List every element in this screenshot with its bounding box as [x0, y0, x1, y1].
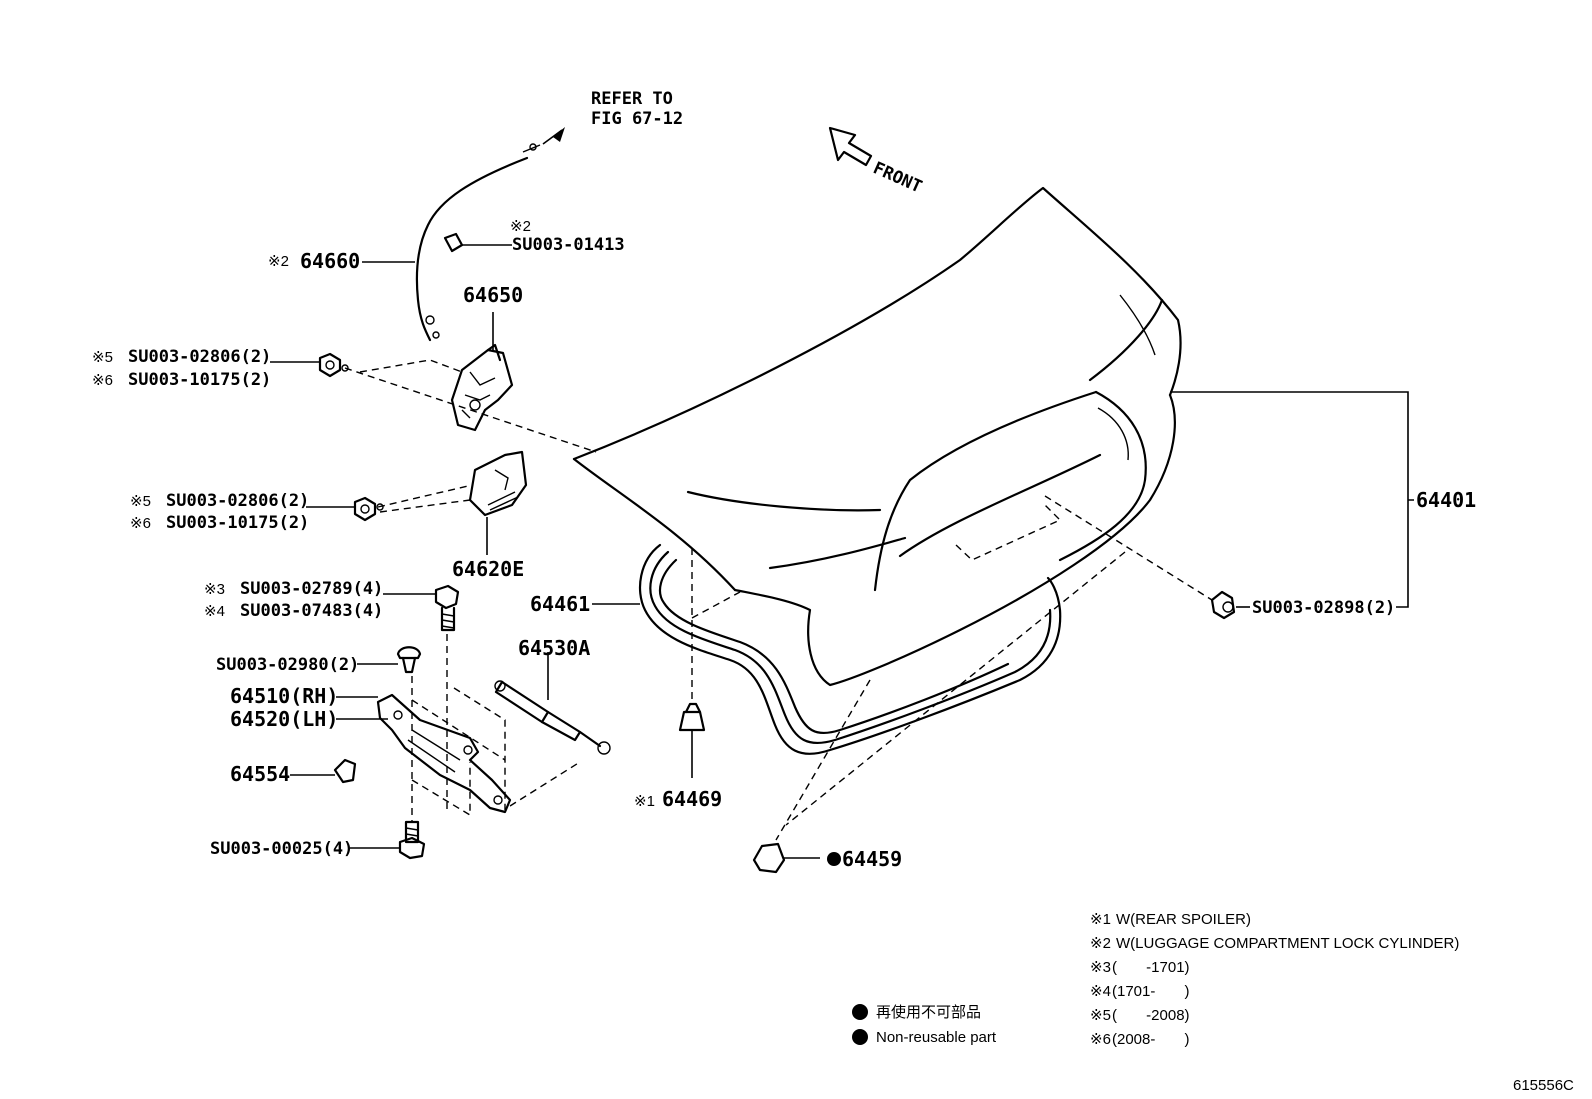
footnotes: ※1 W(REAR SPOILER) ※2 W(LUGGAGE COMPARTM…	[1090, 911, 1459, 1048]
footnote-text: W(REAR SPOILER)	[1116, 911, 1251, 928]
callout-su003-02789: SU003-02789(4)	[240, 579, 383, 599]
legend-bullet-en	[852, 1029, 868, 1045]
callout-64650: 64650	[463, 283, 523, 307]
callout-su003-02898: SU003-02898(2)	[1252, 598, 1395, 618]
callout-su003-07483-mark: ※4	[204, 603, 225, 620]
callout-su003-07483: SU003-07483(4)	[240, 601, 383, 621]
footnote-mark: ※5	[1090, 1007, 1111, 1024]
callout-su003-10175-a-mark: ※6	[92, 372, 113, 389]
hinge-bolt-bottom	[350, 820, 426, 860]
callout-su003-02980: SU003-02980(2)	[216, 655, 359, 675]
callout-64530a: 64530A	[518, 636, 590, 660]
footnote-text: (1701- )	[1112, 983, 1190, 1000]
callout-64469: 64469	[662, 787, 722, 811]
callout-64520-lh: 64520(LH)	[230, 707, 338, 731]
footnote-mark: ※3	[1090, 959, 1111, 976]
lid-bolt	[1210, 590, 1250, 620]
footnote-text: ( -2008)	[1112, 1007, 1190, 1024]
lid-bracket-leader	[1170, 391, 1414, 608]
callout-su003-10175-b: SU003-10175(2)	[166, 513, 309, 533]
weatherstrip	[638, 543, 1062, 755]
footnote-text: W(LUGGAGE COMPARTMENT LOCK CYLINDER)	[1116, 935, 1459, 952]
callout-64510-rh: 64510(RH)	[230, 684, 338, 708]
cable-clip	[443, 232, 512, 253]
refer-to-line1: REFER TO	[591, 89, 673, 109]
release-cable	[415, 127, 565, 342]
callout-su003-00025: SU003-00025(4)	[210, 839, 353, 859]
footnote-mark: ※1	[1090, 911, 1111, 928]
trunk-lid-panel	[572, 186, 1182, 687]
footnote-text: (2008- )	[1112, 1031, 1190, 1048]
footnote-mark: ※6	[1090, 1031, 1111, 1048]
assembly-lines	[344, 359, 1213, 841]
callout-64469-mark: ※1	[634, 793, 655, 810]
callout-64660: 64660	[300, 249, 360, 273]
non-reusable-marker-64459	[827, 852, 841, 866]
callout-su003-02789-mark: ※3	[204, 581, 225, 598]
footnote-mark: ※4	[1090, 983, 1111, 1000]
cushion-64554	[290, 758, 357, 784]
callout-su003-01413-mark: ※2	[510, 218, 531, 235]
callout-64401: 64401	[1416, 488, 1476, 512]
callout-su003-02806-b: SU003-02806(2)	[166, 491, 309, 511]
striker	[468, 450, 528, 555]
striker-bolt	[306, 496, 384, 522]
legend-en: Non-reusable part	[876, 1029, 997, 1046]
figure-code: 615556C	[1513, 1077, 1574, 1094]
refer-to-line2: FIG 67-12	[591, 109, 683, 129]
legend-bullet-jp	[852, 1004, 868, 1020]
footnote-mark: ※2	[1090, 935, 1111, 952]
callout-su003-02806-a-mark: ※5	[92, 349, 113, 366]
front-label: FRONT	[870, 158, 925, 197]
front-arrow	[828, 126, 873, 167]
hinge-clip	[357, 646, 422, 674]
callout-64461: 64461	[530, 592, 590, 616]
callout-64554: 64554	[230, 762, 290, 786]
gas-strut	[494, 652, 611, 755]
callout-64620e: 64620E	[452, 557, 524, 581]
callout-su003-02806-b-mark: ※5	[130, 493, 151, 510]
callout-su003-10175-b-mark: ※6	[130, 515, 151, 532]
callout-64459: 64459	[842, 847, 902, 871]
hinge-bolt-top	[383, 584, 460, 632]
lock-bolt	[270, 352, 349, 378]
footnote-text: ( -1701)	[1112, 959, 1190, 976]
bumper-stop-64469	[678, 702, 706, 778]
lock-assembly	[450, 312, 514, 432]
cushion-64459	[752, 842, 820, 874]
callout-su003-01413: SU003-01413	[512, 235, 625, 255]
callout-64660-mark: ※2	[268, 253, 289, 270]
hinge	[376, 693, 512, 814]
callout-su003-02806-a: SU003-02806(2)	[128, 347, 271, 367]
callout-su003-10175-a: SU003-10175(2)	[128, 370, 271, 390]
legend-jp: 再使用不可部品	[876, 1004, 981, 1021]
